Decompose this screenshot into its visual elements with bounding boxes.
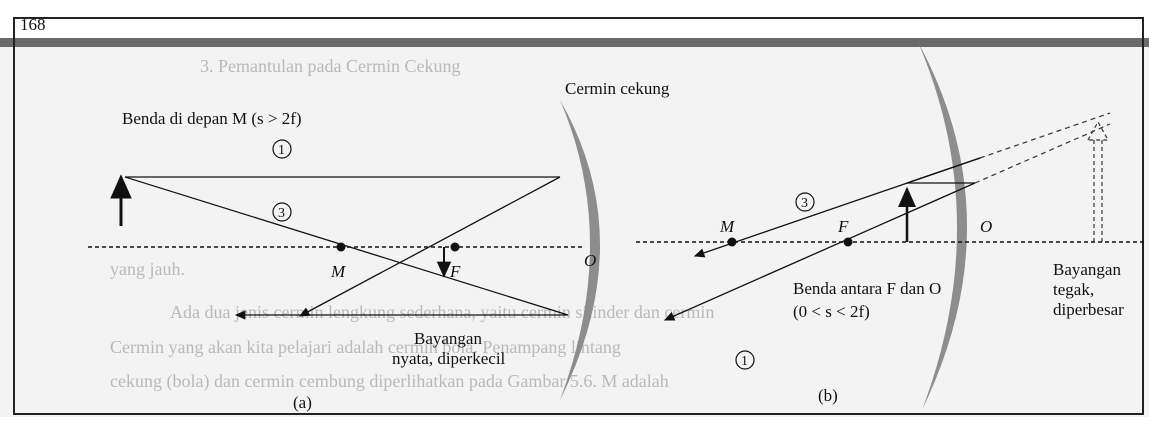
top-band bbox=[0, 38, 1149, 47]
bleed-line-5: yang jauh. bbox=[110, 259, 185, 279]
figure-a: 1 3 Cermin cekung Benda di depan M (s > … bbox=[88, 79, 670, 412]
frame bbox=[13, 17, 1144, 415]
bleed-line-1: 3. Pemantulan pada Cermin Cekung bbox=[200, 56, 460, 76]
label-m-b: M bbox=[719, 217, 735, 236]
ray-3-reflected-b bbox=[693, 157, 981, 258]
page-number-fragment: 168 bbox=[20, 15, 46, 34]
label-m-a: M bbox=[330, 262, 346, 281]
ray-3-marker-b bbox=[795, 192, 815, 212]
point-m-b bbox=[727, 237, 737, 247]
ray-1-reflected-a bbox=[298, 176, 561, 317]
label-f-b: F bbox=[837, 217, 849, 236]
concave-mirror-b bbox=[918, 42, 968, 410]
ray-3-label-a: 3 bbox=[278, 206, 285, 221]
image-caption-b-line3: diperbesar bbox=[1053, 300, 1124, 319]
concave-mirror-a bbox=[560, 100, 600, 400]
bleed-line-4: cekung (bola) dan cermin cembung diperli… bbox=[110, 371, 669, 392]
ray-1-reflected-b bbox=[663, 182, 976, 321]
virtual-ray-3-b bbox=[979, 112, 1111, 159]
ray-3-incident-a bbox=[124, 176, 569, 316]
bleed-line-3: Cermin yang akan kita pelajari adalah ce… bbox=[110, 337, 621, 357]
bleed-line-2: Ada dua jenis cermin lengkung sederhana,… bbox=[170, 302, 714, 322]
image-caption-b-line2: tegak, bbox=[1053, 280, 1094, 299]
bleed-through-text: 3. Pemantulan pada Cermin Cekung Ada dua… bbox=[110, 56, 714, 392]
object-caption-a: Benda di depan M (s > 2f) bbox=[122, 109, 302, 128]
virtual-ray-1-b bbox=[974, 123, 1111, 184]
ray-1-label-a: 1 bbox=[278, 143, 285, 158]
panel-label-b: (b) bbox=[818, 386, 838, 405]
mirror-title: Cermin cekung bbox=[565, 79, 670, 98]
point-f-b bbox=[843, 237, 853, 247]
image-caption-a-line2: nyata, diperkecil bbox=[392, 349, 506, 368]
ray-1-label-b: 1 bbox=[741, 354, 748, 369]
figure-b: 3 1 M F O Benda antara F dan O (0 < s < … bbox=[636, 42, 1144, 410]
ray-3-label-b: 3 bbox=[801, 196, 808, 211]
panel-label-a: (a) bbox=[293, 393, 312, 412]
virtual-image-arrow-b bbox=[1086, 120, 1110, 242]
image-caption-a-line1: Bayangan bbox=[414, 329, 482, 348]
point-m-a bbox=[336, 242, 346, 252]
ray-1-marker-b bbox=[735, 350, 755, 370]
image-caption-b-line1: Bayangan bbox=[1053, 260, 1121, 279]
object-caption-b-line1: Benda antara F dan O bbox=[793, 279, 941, 298]
ray-1-marker-a bbox=[272, 139, 292, 159]
point-f-a bbox=[450, 242, 460, 252]
label-o-b: O bbox=[980, 217, 992, 236]
label-o-a: O bbox=[584, 251, 596, 270]
object-caption-b-line2: (0 < s < 2f) bbox=[793, 302, 870, 321]
ray-3-marker-a bbox=[272, 202, 292, 222]
label-f-a: F bbox=[449, 262, 461, 281]
